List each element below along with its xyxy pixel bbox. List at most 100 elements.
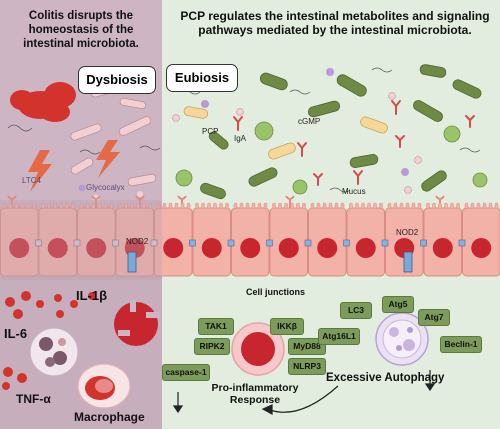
microvillus (411, 202, 416, 210)
cell-junction (381, 239, 389, 247)
microvillus (136, 202, 140, 210)
microvillus (156, 202, 161, 210)
microvillus (180, 202, 185, 210)
microvillus (257, 202, 262, 210)
nucleus (432, 238, 453, 258)
microvillus (393, 202, 398, 210)
microvillus (142, 202, 146, 210)
eubiosis-label: Eubiosis (166, 64, 238, 92)
nod2-receptor-icon (403, 251, 413, 273)
microvillus (162, 202, 167, 210)
microvillus (130, 202, 134, 210)
glycocalyx-label: Glycocalyx (86, 183, 125, 192)
microvillus (65, 202, 69, 210)
microvillus (263, 202, 268, 210)
microvillus (225, 202, 229, 210)
cloud-icon (10, 82, 76, 122)
microvillus (361, 202, 365, 210)
cell-junction (343, 239, 350, 247)
microvillus (373, 202, 377, 210)
nucleus (9, 238, 30, 258)
damaged-cell-icon (114, 300, 160, 346)
microvillus (85, 202, 90, 210)
tag-beclin-1: Beclin-1 (440, 336, 482, 353)
autophagosome-icon (375, 312, 429, 366)
nucleus (317, 238, 338, 258)
microvillus (97, 202, 102, 210)
left-title: Colitis disrupts the homeostasis of the … (23, 10, 139, 50)
macrophage-label: Macrophage (74, 410, 145, 424)
nucleus (355, 238, 376, 258)
microvillus (47, 202, 51, 210)
cell-junction (458, 239, 466, 247)
microvillus (213, 202, 217, 210)
microvillus (53, 202, 57, 210)
mucus-label: Mucus (342, 187, 366, 196)
tag-lc3: LC3 (340, 302, 372, 319)
microvillus (340, 202, 345, 210)
microvillus (103, 202, 108, 210)
nucleus (278, 238, 299, 258)
microvillus (195, 202, 199, 210)
microvillus (379, 202, 383, 210)
cell-junction (227, 239, 235, 247)
il6-label: IL-6 (4, 326, 28, 341)
macrophage-icon (77, 363, 131, 409)
pro-inflammatory-label: Pro-inflammatory Response (211, 382, 299, 406)
tag-nlrp3: NLRP3 (288, 358, 326, 375)
pcp-label: PCP (202, 127, 219, 136)
microvillus (334, 202, 339, 210)
nucleus (471, 238, 492, 258)
microvillus (426, 202, 430, 210)
cell-junction (112, 239, 119, 247)
microvillus (349, 202, 353, 210)
microvillus (417, 202, 422, 210)
cell-junction (189, 239, 196, 247)
microvillus (470, 202, 475, 210)
microvillus (71, 202, 75, 210)
microvillus (328, 202, 333, 210)
microvillus (59, 202, 63, 210)
microvillus (355, 202, 359, 210)
nucleus (86, 238, 107, 258)
microvillus (367, 202, 371, 210)
microvillus (482, 202, 487, 210)
microvillus (444, 202, 448, 210)
tag-tak1: TAK1 (198, 318, 234, 335)
microvillus (41, 202, 45, 210)
microvillus (310, 202, 315, 210)
excessive-autophagy-label: Excessive Autophagy (326, 372, 445, 384)
microvillus (118, 202, 122, 210)
nucleus (163, 238, 184, 258)
microvillus (219, 202, 223, 210)
microvillus (272, 202, 276, 210)
immune-cell-icon (231, 322, 285, 376)
iga-label: IgA (234, 134, 247, 143)
cytokine-dots (2, 291, 96, 390)
microvillus (450, 202, 454, 210)
cell-junction (266, 239, 273, 247)
microvillus (464, 202, 469, 210)
microvillus (387, 202, 392, 210)
microvillus (32, 202, 37, 210)
microvillus (174, 202, 179, 210)
microvillus (168, 202, 173, 210)
microvillus (233, 202, 238, 210)
cell-junction (420, 239, 427, 247)
cell-icon (29, 327, 79, 377)
tag-caspase-1: caspase-1 (162, 364, 210, 381)
microvillus (476, 202, 481, 210)
cgmp-label: cGMP (298, 117, 321, 126)
nucleus (47, 238, 68, 258)
nod2-label: NOD2 (396, 228, 419, 237)
tag-atg5: Atg5 (382, 296, 414, 313)
il1b-label: IL-1β (76, 288, 108, 303)
microvillus (79, 202, 84, 210)
right-title: PCP regulates the intestinal metabolites… (180, 9, 490, 37)
microvillus (488, 202, 493, 210)
microvillus (26, 202, 31, 210)
microvillus (405, 202, 410, 210)
microvillus (316, 202, 321, 210)
microvillus (278, 202, 282, 210)
microvillus (109, 202, 114, 210)
